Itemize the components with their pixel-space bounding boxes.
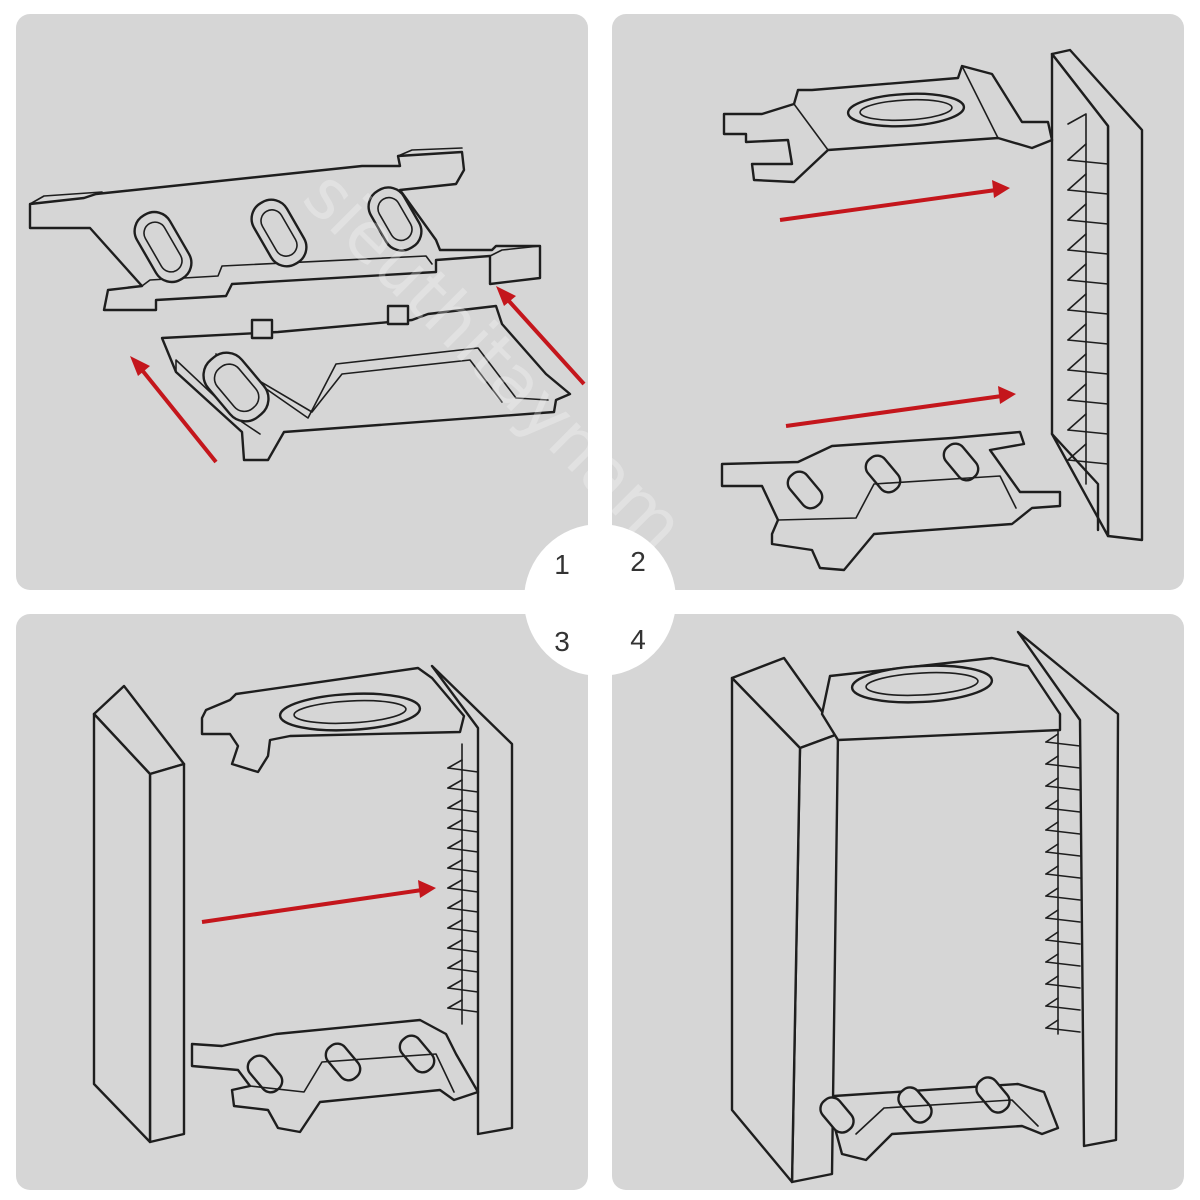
step-1-illustration — [28, 147, 586, 464]
assembly-arrow — [201, 880, 436, 924]
top-base-plate — [28, 147, 542, 312]
step-number-1: 1 — [554, 549, 570, 580]
step-number-3: 3 — [554, 626, 570, 657]
step-3-illustration — [92, 664, 514, 1144]
shelf-side-wall — [1050, 48, 1144, 542]
assembled-shelf-frame — [430, 664, 514, 1136]
step-number-4: 4 — [630, 624, 646, 655]
step-2-panel — [612, 14, 1184, 590]
assembly-arrow-left — [130, 356, 218, 464]
assembly-arrow-top — [779, 180, 1010, 222]
assembly-arrow-right — [496, 286, 586, 386]
assembly-arrow-bottom — [785, 386, 1016, 428]
step-1-panel — [16, 14, 588, 590]
loose-side-wall — [92, 684, 186, 1144]
bottom-base-part — [720, 430, 1062, 572]
panel-gutter-horizontal — [520, 590, 680, 614]
top-base-part — [722, 64, 1054, 184]
bottom-base-part — [190, 1018, 480, 1134]
step-4-illustration — [730, 630, 1120, 1184]
step-2-illustration — [720, 48, 1144, 572]
step-4-panel — [612, 614, 1184, 1190]
top-base-part — [200, 666, 466, 774]
bottom-base-plate — [160, 304, 572, 462]
finished-stand — [730, 630, 1120, 1184]
step-number-2: 2 — [630, 546, 646, 577]
step-3-panel — [16, 614, 588, 1190]
